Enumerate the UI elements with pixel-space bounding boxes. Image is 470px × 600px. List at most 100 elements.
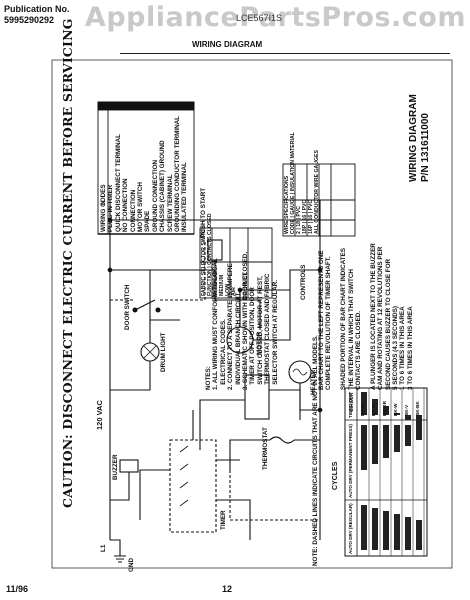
bar-chart-line: A PLUNGER IS LOCATED NEXT TO THE BUZZER — [369, 243, 377, 390]
cycle-segment-label: TIMED DRY — [348, 392, 353, 418]
publication-number: 5995290292 — [4, 15, 55, 25]
ground-label: GND — [128, 558, 135, 572]
cycle-circuit-label: BK-R — [360, 404, 365, 416]
wiring-code-item: GROUND CONNECTION — [151, 159, 159, 232]
note-line: SWITCH CLOSED, MOTOR AT REST, — [256, 276, 264, 390]
note-line: THERMOSTAT CLOSED AND FABRIC — [264, 273, 272, 390]
wiring-codes-title: WIRING CODES — [100, 184, 107, 232]
bar-chart-line: SECOND CAUSES BUZZER TO CLOSE FOR — [384, 258, 392, 390]
cycle-bar — [405, 425, 411, 446]
wiring-code-item: INSULATED TERMINAL — [181, 162, 189, 232]
door-switch-label: DOOR SWITCH — [124, 284, 131, 330]
part-title: WIRING DIAGRAM — [408, 94, 419, 182]
cycle-bar — [416, 520, 422, 550]
note-line: SELECTOR SWITCH AT REGULAR. — [271, 279, 279, 390]
bar-chart-line: SHADED PORTION OF BAR CHART INDICATES — [340, 248, 348, 390]
cycle-bar — [416, 415, 422, 427]
caution-label: CAUTION: DISCONNECT ELECTRIC CURRENT BEF… — [60, 18, 75, 508]
cycle-circuit-label: BK-GR — [382, 400, 387, 416]
cycle-bar — [372, 399, 378, 415]
bar-chart-line: COMPLETE REVOLUTION OF TIMER SHAFT. — [325, 256, 333, 390]
ground-symbol — [114, 548, 126, 563]
bar-chart-line: CAM AND ROTATING AT 12 REVOLUTIONS PER — [377, 246, 385, 390]
wire-spec-footnote: ALL CONDUCTOR WIRE GAUGES — [314, 150, 320, 234]
cycle-bar — [372, 425, 378, 464]
note-line: ELECTRICAL CODES. — [219, 319, 227, 390]
bar-chart-line: CONTACTS ARE CLOSED. — [355, 310, 363, 390]
watermark: AppliancePartsPros.com — [84, 2, 466, 33]
cabinet-label: CABINET — [242, 272, 249, 300]
publication-label: Publication No. — [4, 4, 70, 14]
cycle-bar — [405, 517, 411, 550]
push-to-start-label: PUSH TO START — [200, 187, 207, 238]
timer-label: TIMER — [220, 510, 227, 530]
bar-chart-line: THE INTERVAL IN WHICH THAT SWITCH — [347, 269, 355, 390]
thermostat-symbol — [269, 436, 295, 444]
buzzer-symbol — [119, 459, 139, 473]
cycle-bar — [361, 425, 367, 470]
title-rule — [120, 43, 450, 54]
wire-spec-text: WIRE SPECIFICATIONS CODE | GAUGE | INSUL… — [284, 132, 320, 234]
wiring-code-item: QUICK DISCONNECT TERMINAL — [114, 134, 122, 232]
drum-light-label: DRUM LIGHT — [160, 332, 167, 372]
cycle-segment-label: AUTO DRY (PERMANENT PRESS) — [348, 424, 353, 498]
note-line: 1. ALL WIRING MUST CONFORM TO LOCAL — [212, 258, 220, 390]
cycle-circuit-label: BK-BL — [371, 401, 376, 416]
cycle-bar — [394, 413, 400, 415]
page-title: WIRING DIAGRAM — [192, 40, 263, 49]
notes-lines: 1. ALL WIRING MUST CONFORM TO LOCAL ELEC… — [212, 230, 279, 390]
buzzer-label: BUZZER — [112, 454, 119, 480]
note-line: 3. SCHEMATIC SHOWN WITH DOOR CLOSED, — [242, 251, 250, 390]
fabric-selector-table — [199, 227, 273, 299]
cycle-bar — [383, 425, 389, 458]
wire-spec-table — [282, 163, 356, 237]
notes-block: NOTES: 1. ALL WIRING MUST CONFORM TO LOC… — [205, 230, 279, 390]
model-number: LCE567I1S — [236, 13, 283, 23]
notes-title: NOTES: — [205, 366, 212, 390]
bar-chart-line — [362, 250, 369, 390]
cycle-bar — [383, 406, 389, 415]
cycle-bar — [405, 415, 411, 420]
cycle-bar-chart — [344, 387, 428, 557]
door-switch-symbol — [134, 299, 156, 311]
cycle-circuit-label: BK-V — [404, 404, 409, 416]
thermostat-label: THERMOSTAT — [262, 427, 269, 470]
bar-chart-line: 1 TO 6 TIMES IN THIS AREA — [399, 306, 407, 390]
motor-switch-box — [244, 374, 270, 420]
voltage-label: 120 VAC — [95, 400, 104, 430]
cycle-circuit-label: BK-W — [393, 403, 398, 416]
cycle-bar — [361, 505, 367, 550]
cycle-circuit-label: BK-BK — [415, 401, 420, 416]
wiring-code-item: GROUNDING CONDUCTOR TERMINAL — [174, 115, 182, 232]
page-number: 12 — [222, 584, 233, 594]
part-label: WIRING DIAGRAM P/N 131611000 — [408, 94, 432, 182]
cycle-bar — [361, 392, 367, 415]
part-number: P/N 131611000 — [420, 113, 431, 182]
wiring-codes-table — [97, 101, 195, 235]
wiring-code-item: SPADE — [144, 210, 152, 232]
cycle-segment-label: AUTO DRY (REGULAR) — [348, 503, 353, 554]
cycle-bar — [383, 511, 389, 550]
schematic — [107, 200, 323, 563]
neutral-label: N — [100, 200, 107, 205]
bar-chart-line: BAR CHART TO THE LEFT REPRESENTS ONE — [318, 250, 325, 390]
wiring-code-item: MOTOR SWITCH — [137, 182, 145, 232]
cycle-bar — [394, 514, 400, 550]
note-line: TIMER AT OFF POSITION, DOOR — [249, 287, 257, 390]
dashed-lines-note: NOTE: DASHED LINES INDICATE CIRCUITS THA… — [312, 335, 319, 566]
footer-date: 11/96 — [6, 584, 29, 594]
wiring-code-item: CONNECTION — [129, 189, 137, 232]
wiring-code-item: CHASSIS (CABINET) GROUND — [159, 140, 167, 232]
cycles-label: CYCLES — [332, 461, 339, 490]
wire-spec-header-cell: INSULATION MATERIAL — [290, 132, 296, 192]
note-line: INDIVIDUAL BRANCH CIRCUIT. — [234, 291, 242, 390]
cycle-bar — [394, 425, 400, 452]
cycle-bar — [372, 508, 378, 550]
controls-label: CONTROLS — [300, 264, 307, 300]
diagram-frame — [51, 59, 453, 569]
